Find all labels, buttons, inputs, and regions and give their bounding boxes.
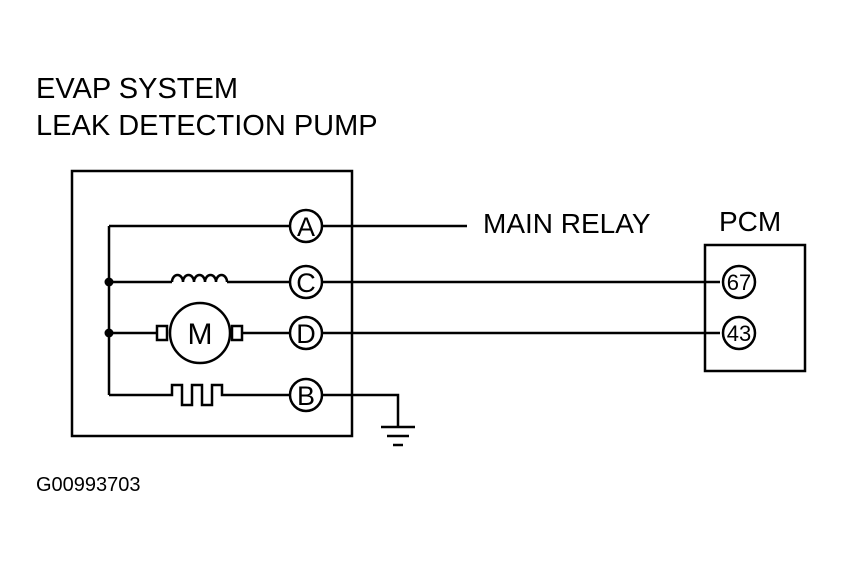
title-line-2: LEAK DETECTION PUMP <box>36 110 378 142</box>
junction-dot-c <box>104 277 114 287</box>
junction-dot-d <box>104 328 114 338</box>
ground-icon <box>381 425 415 447</box>
pcm-pin-43-circle <box>721 315 757 351</box>
motor-brush-right <box>230 324 244 342</box>
pin-a-label: A <box>297 212 315 242</box>
title-line-1: EVAP SYSTEM <box>36 73 238 105</box>
pcm-label: PCM <box>719 206 781 237</box>
motor-brush-left <box>155 324 169 342</box>
motor-label: M <box>188 318 213 351</box>
pcm-box <box>703 243 807 373</box>
motor-icon <box>168 301 232 365</box>
pump-housing <box>70 169 354 438</box>
pcm-pin-67-circle <box>721 264 757 300</box>
pcm-pin-67-label: 67 <box>727 270 751 295</box>
pin-d-label: D <box>296 319 316 349</box>
wire-b-to-ground <box>322 393 400 426</box>
pin-c-label: C <box>296 268 316 298</box>
figure-code: G00993703 <box>36 474 141 496</box>
solenoid-coil-icon <box>170 273 229 283</box>
heater-element-icon <box>109 383 290 407</box>
pin-b-label: B <box>297 381 315 411</box>
main-relay-label: MAIN RELAY <box>483 208 651 239</box>
pcm-pin-43-label: 43 <box>727 321 751 346</box>
